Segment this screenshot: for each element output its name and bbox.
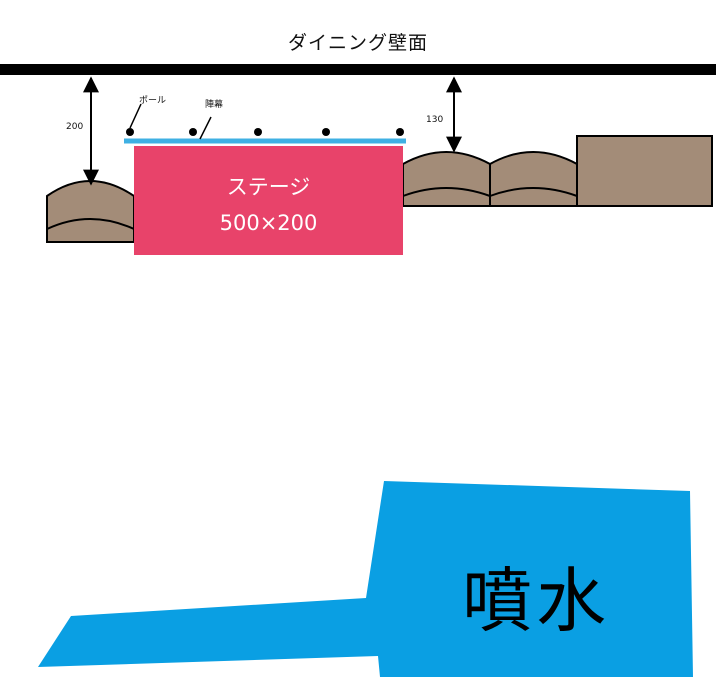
stage-size: 500×200 [219, 211, 318, 235]
curtain-leader-line [199, 116, 212, 140]
curtain-label: 陣幕 [205, 100, 224, 110]
dimension-right-label: 130 [426, 115, 444, 125]
planter-right-box [576, 135, 713, 207]
stage [134, 146, 403, 255]
pole-label: ポール [139, 96, 167, 106]
poles [126, 128, 404, 136]
planter-left [46, 180, 135, 243]
pole-marker [322, 128, 330, 136]
pole-marker [254, 128, 262, 136]
stage-label: ステージ [226, 175, 311, 199]
fountain-label: 噴水 [462, 560, 610, 642]
wall-line [0, 64, 716, 75]
wall-title: ダイニング壁面 [287, 32, 428, 54]
pole-marker [189, 128, 197, 136]
dimension-left-label: 200 [66, 122, 84, 132]
pole-marker [126, 128, 134, 136]
planter-right-2 [489, 151, 578, 207]
pole-leader-line [129, 103, 142, 129]
fountain-shape [38, 481, 693, 677]
pole-marker [396, 128, 404, 136]
planter-right-1 [402, 151, 491, 207]
